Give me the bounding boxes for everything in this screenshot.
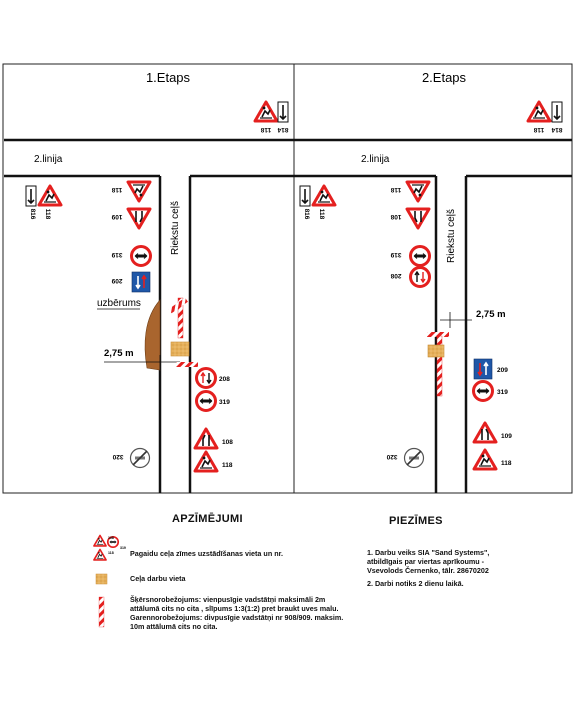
roadwork-warning-icon (37, 184, 63, 207)
sign-code: 319 (390, 251, 401, 258)
sign-code: 816 (29, 209, 36, 220)
street-label: Riekstu ceļš (446, 209, 457, 263)
sign-code: 108 (222, 439, 233, 446)
width-limit-icon (472, 380, 494, 402)
priority-sign-icon (473, 358, 493, 380)
legend-item-barrier-line2: attālumā cits no cita , slīpums 1:3(1:2)… (130, 604, 339, 613)
note-line-4: 2. Darbi notiks 2 dienu laikā. (367, 579, 464, 588)
sign-code: 209 (111, 277, 122, 284)
roadwork-warning-icon (253, 100, 279, 123)
notes-title: PIEZĪMES (389, 515, 443, 527)
legend-item-barrier-line4: 10m attālumā cits no cita. (130, 622, 218, 631)
longitudinal-barrier (436, 335, 443, 397)
width-limit-icon (195, 390, 217, 412)
note-line-3: Vsevolods Černenko, tālr. 28670202 (367, 566, 489, 575)
sign-code: 208 (390, 272, 401, 279)
sign-code: 319 (497, 389, 508, 396)
sign-code: 118 (222, 462, 233, 469)
legend-item-barrier-line3: Garennorobežojums: divpusīgie vadstātņi … (130, 613, 344, 622)
end-restriction-icon (403, 447, 425, 469)
sign-code: 320 (112, 453, 123, 460)
cross-barrier (427, 332, 449, 337)
sign-code: 118 (533, 126, 544, 133)
cross-barrier (168, 297, 188, 314)
road-narrowing-icon (472, 421, 498, 444)
sign-code: 109 (501, 433, 512, 440)
sign-code: 319 (219, 399, 230, 406)
priority-sign-icon (131, 271, 151, 293)
sign-code: 814 (277, 126, 288, 133)
sign-code: 816 (303, 209, 310, 220)
legend-warning-icon (93, 548, 107, 561)
sign-code: 319 (111, 251, 122, 258)
street-label: Riekstu ceļš (170, 201, 181, 255)
stage-1-title: 1.Etaps (146, 70, 191, 85)
sign-code: 118 (111, 186, 122, 193)
work-zone (170, 341, 190, 357)
sign-code: 118 (260, 126, 271, 133)
stage-2-panel: 2.Etaps 2.linija Riekstu ceļš 2,75 m 118… (294, 70, 572, 493)
width-limit-icon (130, 245, 152, 267)
stage-1-panel: 1.Etaps 2.linija Riekstu ceļš uzbērums 2… (4, 70, 294, 493)
direction-plate-icon (277, 101, 289, 123)
legend-title: APZĪMĒJUMI (172, 513, 243, 525)
roadwork-warning-icon (311, 184, 337, 207)
legend-icons: 108 118 319 (93, 534, 126, 628)
roadwork-warning-icon (126, 180, 152, 203)
roadwork-warning-icon (405, 180, 431, 203)
direction-plate-icon (25, 185, 37, 207)
work-zone (427, 344, 445, 358)
embankment-area (144, 299, 161, 371)
roadwork-warning-icon (193, 450, 219, 473)
legend-item-signs: Pagaidu ceļa zīmes uzstādīšanas vieta un… (130, 549, 283, 558)
note-line-2: atbildīgais par viertas aprīkoumu - (367, 557, 485, 566)
legend-warning-icon (93, 534, 107, 547)
legend-item-barrier-line1: Šķērsnorobežojums: vienpusīgie vadstātņi… (130, 595, 326, 604)
legend-barrier-icon (98, 596, 105, 628)
legend-work-zone-icon (95, 573, 108, 585)
width-dimension-label: 2,75 m (104, 348, 134, 359)
legend-sign-code: 108 (108, 536, 114, 540)
road-narrowing-icon (126, 207, 152, 230)
sign-code: 109 (111, 213, 122, 220)
direction-plate-icon (551, 101, 563, 123)
direction-plate-icon (299, 185, 311, 207)
sign-code: 208 (219, 376, 230, 383)
width-dimension-label: 2,75 m (476, 309, 506, 320)
line-label: 2.linija (361, 154, 390, 165)
embankment-label: uzbērums (97, 298, 141, 309)
oncoming-priority-icon (409, 266, 431, 288)
sign-code: 118 (390, 186, 401, 193)
roadwork-warning-icon (526, 100, 552, 123)
sign-code: 118 (318, 209, 325, 220)
width-limit-icon (409, 245, 431, 267)
longitudinal-barrier (177, 297, 184, 339)
sign-code: 118 (501, 460, 512, 467)
cross-barrier-bottom (176, 362, 198, 367)
road-narrowing-icon (193, 427, 219, 450)
legend-sign-code: 319 (120, 546, 126, 550)
end-restriction-icon (129, 447, 151, 469)
legend-sign-code: 118 (108, 551, 114, 555)
diagram-frame (2, 63, 573, 494)
sign-code: 108 (390, 213, 401, 220)
line-label: 2.linija (34, 154, 63, 165)
oncoming-priority-icon (195, 367, 217, 389)
legend-item-work-zone: Ceļa darbu vieta (130, 574, 186, 583)
sign-code: 118 (44, 209, 51, 220)
note-line-1: 1. Darbu veiks SIA "Sand Systems", (367, 548, 490, 557)
stage-2-title: 2.Etaps (422, 70, 467, 85)
road-narrowing-icon (405, 207, 431, 230)
sign-code: 814 (551, 126, 562, 133)
sign-code: 320 (386, 453, 397, 460)
sign-code: 209 (497, 367, 508, 374)
roadwork-warning-icon (472, 448, 498, 471)
